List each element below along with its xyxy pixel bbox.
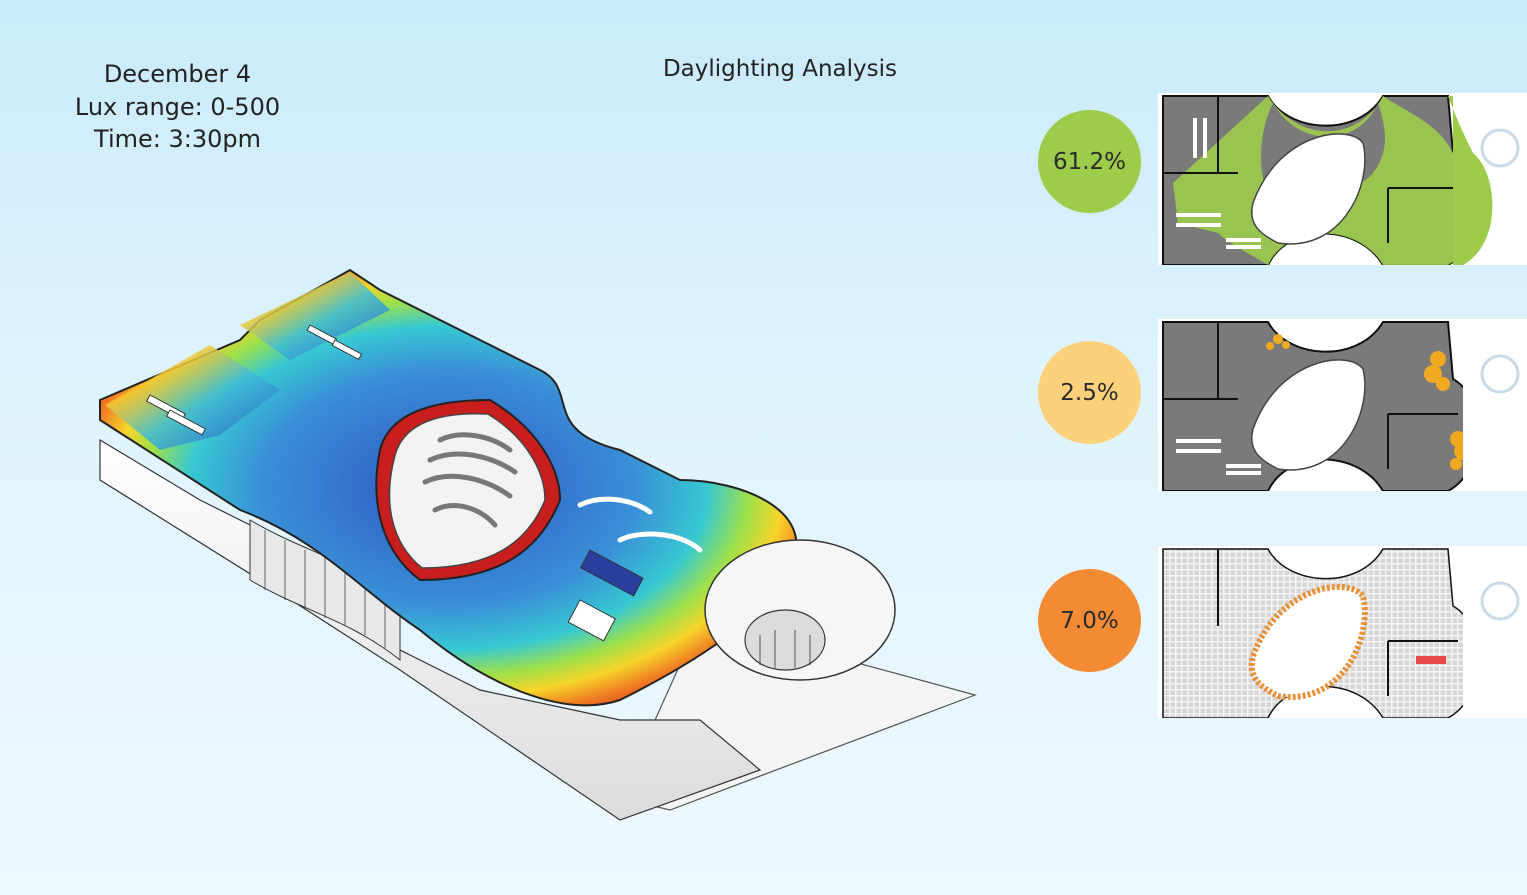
analysis-date: December 4 [103, 60, 252, 88]
atrium-void [388, 412, 546, 569]
metric-circle-orange: 7.0% [1038, 569, 1141, 672]
floor-plan-orange [1158, 319, 1527, 491]
analysis-time: Time: 3:30pm [94, 125, 261, 153]
left-wing-heatmap [105, 345, 280, 450]
metric-value: 61.2% [1052, 148, 1127, 175]
metric-value: 7.0% [1060, 607, 1119, 634]
floor-plan-grid [1158, 546, 1527, 718]
lux-range: Lux range: 0-500 [74, 92, 281, 121]
top-wing-heatmap [240, 272, 390, 360]
floor-plan-green [1158, 93, 1527, 265]
analysis-info: December 4 Lux range: 0-500 Time: 3:30pm [60, 58, 295, 156]
isometric-daylight-model [99, 268, 977, 821]
metric-value: 2.5% [1060, 379, 1119, 406]
metric-circle-green: 61.2% [1038, 110, 1141, 213]
metric-circle-light-orange: 2.5% [1038, 341, 1141, 444]
rotunda-core [744, 609, 826, 671]
page-title: Daylighting Analysis [662, 56, 898, 82]
